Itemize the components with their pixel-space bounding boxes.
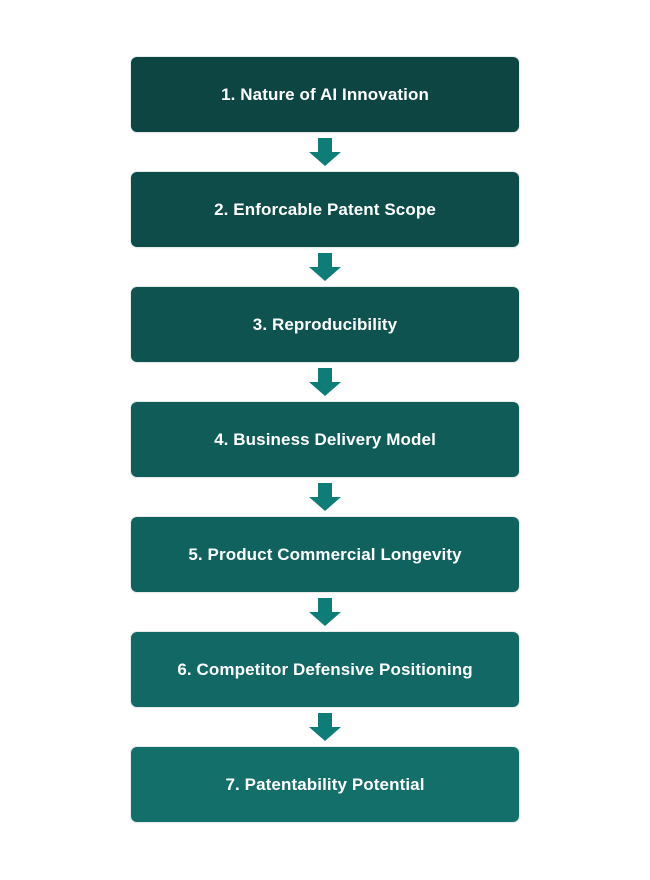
arrow-down-icon [309, 483, 341, 511]
arrow-4-5 [131, 477, 519, 517]
arrow-1-2 [131, 132, 519, 172]
step-6-box: 6. Competitor Defensive Positioning [131, 632, 519, 707]
step-5-label: 5. Product Commercial Longevity [188, 544, 462, 564]
step-3-label: 3. Reproducibility [252, 314, 398, 334]
step-1-label: 1. Nature of AI Innovation [221, 84, 429, 104]
step-4-label: 4. Business Delivery Model [214, 429, 436, 449]
step-6-label: 6. Competitor Defensive Positioning [177, 659, 473, 679]
arrow-3-4 [131, 362, 519, 402]
step-5-box: 5. Product Commercial Longevity [131, 517, 519, 592]
arrow-6-7 [131, 707, 519, 747]
arrow-down-icon [309, 598, 341, 626]
arrow-down-icon [309, 368, 341, 396]
step-4-box: 4. Business Delivery Model [131, 402, 519, 477]
arrow-down-icon [309, 138, 341, 166]
step-7-label: 7. Patentability Potential [225, 774, 425, 794]
step-2-box: 2. Enforcable Patent Scope [131, 172, 519, 247]
step-2-label: 2. Enforcable Patent Scope [214, 199, 436, 219]
step-7-box: 7. Patentability Potential [131, 747, 519, 822]
arrow-down-icon [309, 713, 341, 741]
arrow-5-6 [131, 592, 519, 632]
arrow-down-icon [309, 253, 341, 281]
step-1-box: 1. Nature of AI Innovation [131, 57, 519, 132]
arrow-2-3 [131, 247, 519, 287]
flowchart: 1. Nature of AI Innovation 2. Enforcable… [131, 57, 519, 822]
step-3-box: 3. Reproducibility [131, 287, 519, 362]
